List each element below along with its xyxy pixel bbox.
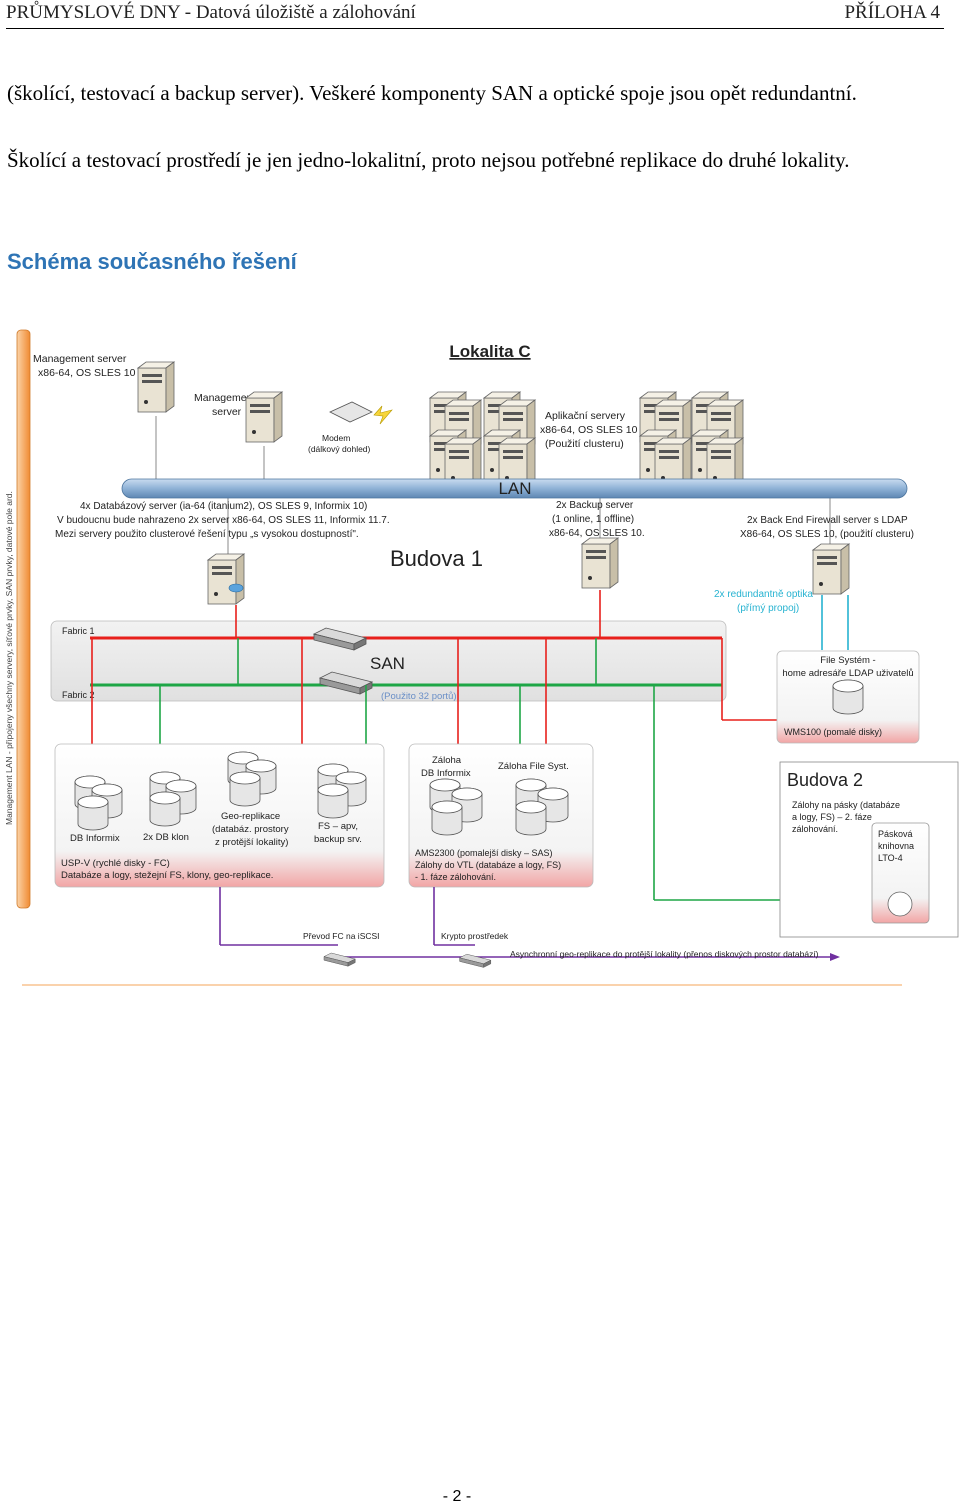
budova2-label: Budova 2: [787, 770, 863, 790]
backup-db-1: Záloha: [432, 755, 462, 766]
tape-label-2: knihovna: [878, 841, 914, 851]
mgmt-server2-label-1: Management: [194, 392, 255, 404]
backup-db-2: DB Informix: [421, 768, 471, 779]
app-servers-cluster-left: [429, 391, 536, 489]
paragraph-redundancy: (školící, testovací a backup server). Ve…: [7, 81, 857, 105]
fc-iscsi-icon: [323, 952, 356, 967]
backup-fs: Záloha File Syst.: [498, 761, 569, 772]
paragraph-training-env: Školící a testovací prostředí je jen jed…: [7, 148, 850, 172]
fabric1-connectors: [91, 590, 840, 744]
firewall-label-1: 2x Back End Firewall server s LDAP: [747, 515, 908, 526]
storage-db-informix: DB Informix: [70, 833, 120, 844]
mgmt-lan-label: Management LAN - připojeny všechny serve…: [4, 491, 14, 825]
san-box: [50, 620, 727, 702]
filesystem-label-2: home adresáře LDAP uživatelů: [782, 668, 913, 679]
lan-label: LAN: [498, 479, 531, 498]
header-title: PRŮMYSLOVÉ DNY - Datová úložiště a záloh…: [6, 2, 416, 23]
mgmt-server-label-1: Management server: [33, 353, 127, 365]
mgmt-server-label-2: x86-64, OS SLES 10: [38, 367, 136, 379]
section-heading: Schéma současného řešení: [7, 249, 297, 274]
backup-server-label-1: 2x Backup server: [556, 500, 634, 511]
async-arrow-icon: [830, 953, 840, 961]
crypto-label: Krypto prostředek: [441, 931, 509, 941]
usp-label-1: USP-V (rychlé disky - FC): [61, 858, 170, 869]
filesystem-label-1: File Systém -: [820, 655, 875, 666]
async-label: Asynchronní geo-replikace do protější lo…: [510, 949, 819, 959]
fc-iscsi-label: Převod FC na iSCSI: [303, 931, 380, 941]
storage-geo-1: Geo-replikace: [221, 811, 280, 822]
storage-db-klon: 2x DB klon: [143, 832, 189, 843]
san-label: SAN: [370, 654, 405, 673]
ams-storage-box: [408, 743, 594, 888]
page-number: - 2 -: [442, 1488, 472, 1505]
budova1-label: Budova 1: [390, 546, 483, 571]
budova2-desc-1: Zálohy na pásky (databáze: [792, 800, 900, 810]
db-server-icon: [207, 553, 245, 605]
backup-server-label-3: x86-64, OS SLES 10.: [549, 528, 645, 539]
app-servers-cluster-right: [639, 391, 744, 489]
app-servers-label-2: x86-64, OS SLES 10: [540, 424, 638, 436]
filesystem-disk-icon: [832, 679, 864, 715]
optics-links: [821, 595, 849, 650]
tape-label-1: Pásková: [878, 829, 913, 839]
storage-geo-2: (databáz. prostory: [212, 824, 289, 835]
header-appendix: PŘÍLOHA 4: [844, 2, 940, 23]
page-header: PRŮMYSLOVÉ DNY - Datová úložiště a záloh…: [6, 2, 944, 29]
backup-server-label-2: (1 online, 1 offline): [552, 514, 634, 525]
firewall-label-2: X86-64, OS SLES 10, (použití clusteru): [740, 529, 914, 540]
ams-label-3: - 1. fáze zálohování.: [415, 872, 496, 882]
app-servers-label-1: Aplikační servery: [545, 410, 626, 422]
usp-label-2: Databáze a logy, stežejní FS, klony, geo…: [61, 870, 273, 881]
optics-label-2: (přímý propoj): [737, 603, 799, 614]
purple-links: [219, 887, 830, 958]
network-diagram: Management LAN - připojeny všechny serve…: [4, 329, 959, 986]
lightning-icon: [373, 405, 393, 425]
budova2-desc-3: zálohování.: [792, 824, 838, 834]
backup-server-icon: [581, 537, 619, 589]
storage-fs-2: backup srv.: [314, 834, 362, 845]
mgmt-server-icon: [137, 361, 175, 413]
fabric2-label: Fabric 2: [62, 690, 95, 700]
modem-icon: [329, 401, 373, 423]
fabric1-label: Fabric 1: [62, 626, 95, 636]
mgmt-server2-label-2: server: [212, 406, 242, 418]
mgmt-server2-icon: [245, 391, 283, 443]
db-servers-label-1: 4x Databázový server (ia-64 (itanium2), …: [80, 501, 367, 512]
tape-library: [871, 822, 930, 924]
tape-reel-icon: [887, 891, 913, 917]
budova2-desc-2: a logy, FS) – 2. fáze: [792, 812, 872, 822]
crypto-icon: [459, 953, 492, 968]
db-servers-label-2: V budoucnu bude nahrazeno 2x server x86-…: [57, 515, 390, 526]
optics-label-1: 2x redundantně optika: [714, 589, 813, 600]
san-ports-label: (Použito 32 portů): [381, 691, 457, 702]
modem-label-2: (dálkový dohled): [308, 444, 371, 454]
lan-pipe: [121, 478, 908, 499]
diagram-title: Lokalita C: [449, 342, 530, 361]
mgmt-lan-bar: [16, 329, 31, 909]
app-servers-label-3: (Použití clusteru): [545, 438, 624, 450]
firewall-server-icon: [812, 543, 850, 595]
tape-label-3: LTO-4: [878, 853, 903, 863]
storage-fs-1: FS – apv,: [318, 821, 358, 832]
db-cylinder-icon: [228, 583, 244, 593]
wms-label: WMS100 (pomalé disky): [784, 727, 882, 737]
db-servers-label-3: Mezi servery použito clusterové řešení t…: [55, 529, 359, 540]
storage-geo-3: z protější lokality): [215, 837, 288, 848]
modem-label-1: Modem: [322, 433, 350, 443]
ams-label-1: AMS2300 (pomalejší disky – SAS): [415, 848, 553, 858]
ams-label-2: Zálohy do VTL (databáze a logy, FS): [415, 860, 561, 870]
